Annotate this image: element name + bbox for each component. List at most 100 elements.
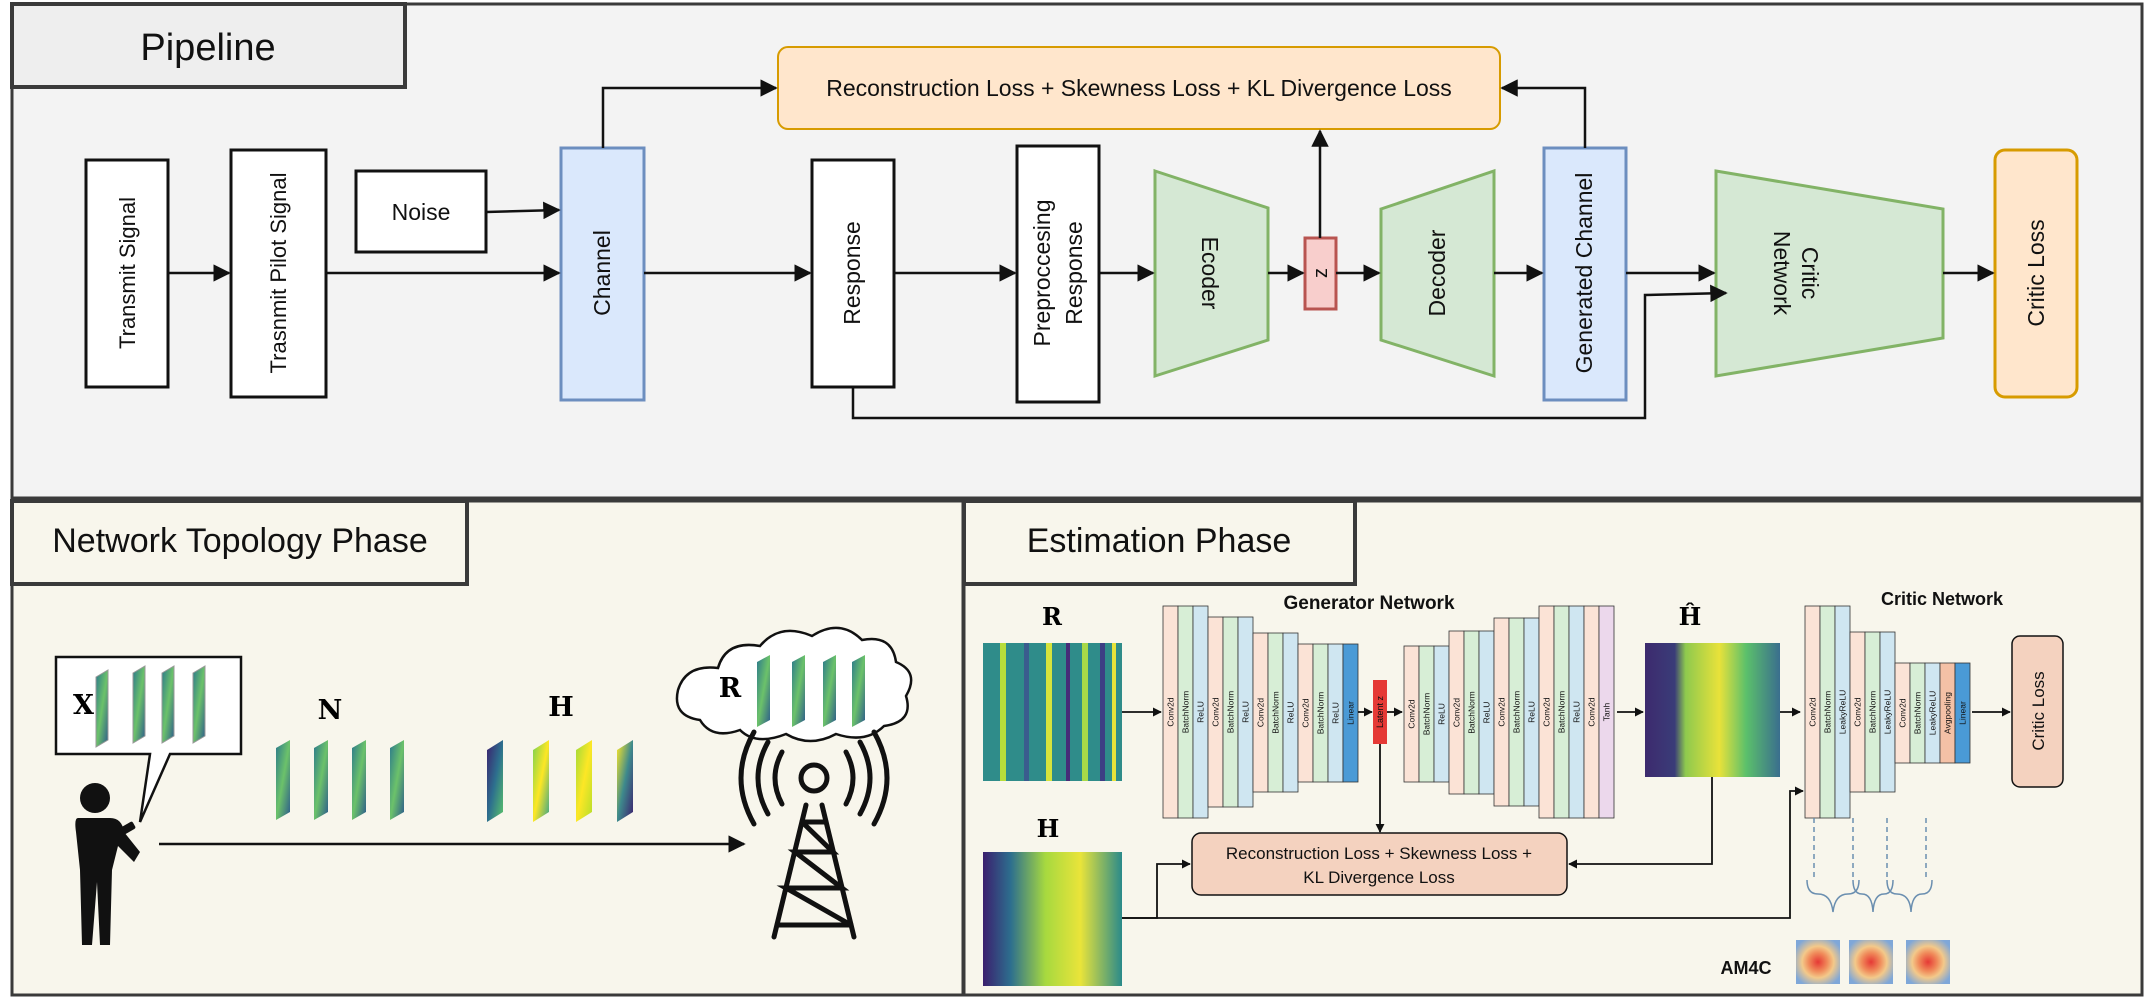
latent-z-text: Latent z	[1375, 695, 1385, 728]
generator-encoder-layers: Conv2d BatchNorm ReLU Conv2d BatchNorm ReLU Co…	[1162, 605, 1359, 819]
layer-label: Conv2d	[1497, 697, 1507, 727]
layer-label: BatchNorm	[1467, 691, 1477, 734]
layer-label: Conv2d	[1256, 698, 1266, 728]
preprocessing-label-1: Preproccesing	[1029, 199, 1055, 346]
noise-box	[354, 169, 488, 254]
latent-z-label: z	[1310, 268, 1332, 278]
layer-label: BatchNorm	[1823, 691, 1833, 734]
critic-network-label-1: Critic	[1797, 247, 1823, 299]
est-h-symbol: H	[1037, 814, 1060, 843]
est-loss-line-2: KL Divergence Loss	[1303, 868, 1455, 887]
est-loss-box	[1191, 832, 1568, 896]
encoder-label: Ecoder	[1197, 237, 1223, 310]
layer-label: Conv2d	[1407, 699, 1417, 729]
layer-label: Conv2d	[1301, 698, 1311, 728]
layer-label: LeakyReLU	[1838, 690, 1848, 734]
est-critic-loss-label: Critic Loss	[2029, 671, 2048, 750]
generated-channel-label: Generated Channel	[1571, 173, 1597, 374]
layer-label: LeakyReLU	[1883, 690, 1893, 734]
response-label: Response	[839, 221, 865, 325]
latent-z-box	[1303, 236, 1338, 311]
layer-label: Conv2d	[1808, 697, 1818, 727]
noise-label: Noise	[392, 199, 451, 225]
estimation-arrows	[1122, 707, 2011, 919]
pipeline-arrows	[168, 79, 1995, 420]
layer-label: BatchNorm	[1868, 691, 1878, 734]
layer-label: Linear	[1346, 701, 1356, 725]
layer-label: Linear	[1958, 701, 1968, 725]
x-symbol: X	[73, 690, 94, 721]
h-hat-symbol: Ĥ	[1679, 602, 1702, 631]
attention-heatmaps	[1796, 940, 1950, 984]
critic-network-layers: Conv2d BatchNorm LeakyReLU Conv2d BatchNorm L…	[1804, 605, 1971, 819]
layer-label: BatchNorm	[1226, 691, 1236, 734]
layer-label: ReLU	[1572, 701, 1582, 723]
pipeline-title: Pipeline	[140, 27, 275, 69]
preprocessing-label-2: Response	[1061, 221, 1087, 325]
n-symbol: N	[318, 695, 343, 726]
layer-label: BatchNorm	[1512, 691, 1522, 734]
channel-label: Channel	[589, 230, 615, 316]
pilot-signal-box	[229, 148, 328, 399]
h-symbol: H	[548, 692, 574, 723]
x-signal-tiles	[95, 665, 206, 748]
layer-label: Conv2d	[1542, 697, 1552, 727]
layer-label: Tanh	[1602, 703, 1612, 722]
channel-box	[559, 146, 646, 402]
received-tiles	[757, 655, 865, 727]
layer-label: ReLU	[1527, 701, 1537, 723]
base-station-tower-icon	[738, 729, 890, 940]
generated-channel-box	[1542, 146, 1628, 402]
layer-label: BatchNorm	[1557, 691, 1567, 734]
layer-label: ReLU	[1482, 702, 1492, 724]
topology-title-box	[10, 499, 469, 586]
layer-label: LeakyReLU	[1928, 691, 1938, 735]
layer-label: Conv2d	[1452, 698, 1462, 728]
critic-loss-box	[1993, 148, 2079, 399]
layer-label: BatchNorm	[1181, 691, 1191, 734]
decoder-block	[1379, 168, 1496, 379]
layer-label: BatchNorm	[1271, 691, 1281, 734]
est-critic-loss-box	[2011, 635, 2064, 788]
layer-label: Conv2d	[1587, 697, 1597, 727]
latent-z-bar	[1373, 680, 1387, 744]
encoder-block	[1153, 168, 1270, 379]
layer-label: Conv2d	[1211, 697, 1221, 727]
critic-network-block	[1714, 169, 1945, 378]
r-matrix-image	[983, 643, 1122, 781]
layer-label: ReLU	[1241, 701, 1251, 723]
layer-label: BatchNorm	[1422, 693, 1432, 736]
layer-block-linear	[1342, 643, 1359, 783]
layer-label: ReLU	[1196, 701, 1206, 723]
critic-network-title: Critic Network	[1881, 589, 2004, 609]
layer-label: ReLU	[1437, 703, 1447, 725]
am4c-label: AM4C	[1720, 958, 1771, 978]
est-loss-line-1: Reconstruction Loss + Skewness Loss +	[1226, 844, 1532, 863]
r-symbol: R	[719, 673, 742, 704]
user-person-icon	[75, 783, 140, 945]
pipeline-title-box	[10, 2, 407, 89]
channel-tiles	[487, 740, 633, 822]
h-matrix-image	[983, 852, 1122, 986]
generator-decoder-layers: Conv2d BatchNorm ReLU Conv2d BatchNorm ReLU Co…	[1403, 605, 1615, 819]
est-r-symbol: R	[1042, 602, 1063, 631]
transmit-signal-box	[84, 158, 170, 389]
layer-label: BatchNorm	[1316, 692, 1326, 735]
pipeline-loss-label: Reconstruction Loss + Skewness Loss + KL…	[826, 75, 1452, 101]
layer-label: ReLU	[1286, 702, 1296, 724]
generator-network-title: Generator Network	[1283, 593, 1454, 614]
critic-network-label-2: Network	[1769, 231, 1795, 316]
critic-loss-label: Critic Loss	[2023, 219, 2049, 326]
layer-label: Avgpooling	[1943, 692, 1953, 734]
layer-label: BatchNorm	[1913, 692, 1923, 735]
noise-tiles	[276, 740, 404, 820]
layer-label: Conv2d	[1898, 698, 1908, 728]
decoder-label: Decoder	[1424, 229, 1450, 316]
estimation-title: Estimation Phase	[1027, 522, 1292, 560]
layer-block-tanh	[1598, 605, 1615, 819]
layer-label: Conv2d	[1166, 697, 1176, 727]
estimation-title-box	[962, 499, 1357, 586]
layer-label: ReLU	[1331, 702, 1341, 724]
